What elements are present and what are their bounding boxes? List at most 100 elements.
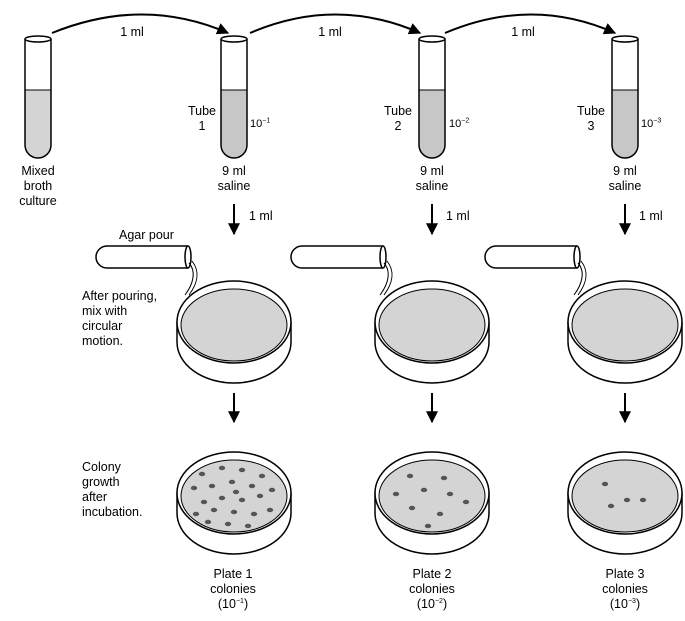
pour-note: After pouring, mix with circular motion.: [82, 289, 158, 348]
colony: [406, 473, 414, 479]
colony: [198, 471, 206, 477]
down-transfer-label-3: 1 ml: [639, 209, 663, 223]
tube-outline: [611, 39, 639, 159]
colony: [601, 481, 609, 487]
colony: [250, 511, 258, 517]
agar-pour-tube-1: [95, 245, 198, 296]
agar-pour-tube-3: [484, 245, 587, 296]
tube-3-contents: 9 ml saline: [608, 164, 642, 193]
dish-agar: [180, 459, 288, 533]
pour-tube-body: [95, 245, 188, 269]
colony: [258, 473, 266, 479]
transfer-arrow-2: [249, 13, 422, 35]
tube-2-label: Tube 2: [383, 104, 413, 133]
agar-stream: [184, 262, 194, 296]
colony: [224, 521, 232, 527]
down-transfer-label-1: 1 ml: [249, 209, 273, 223]
colony: [244, 523, 252, 529]
poured-plate-3: [567, 280, 683, 384]
colony: [208, 483, 216, 489]
colony: [266, 507, 274, 513]
colony: [392, 491, 400, 497]
colony: [408, 505, 416, 511]
pour-tube-body: [484, 245, 577, 269]
agar-stream: [188, 260, 198, 296]
dish-agar: [571, 288, 679, 362]
tube-3-dilution: 10−3: [641, 117, 662, 130]
down-transfer-label-2: 1 ml: [446, 209, 470, 223]
incubated-plate-2: [374, 451, 490, 555]
tube-liquid: [25, 90, 51, 158]
pour-tube-body: [290, 245, 383, 269]
transfer-arrow-1: [51, 13, 230, 35]
colony: [436, 511, 444, 517]
tube-1: [220, 35, 248, 159]
colony: [623, 497, 631, 503]
colony: [238, 497, 246, 503]
pour-tube-mouth: [379, 245, 387, 269]
transfer-arrow-3: [444, 13, 617, 35]
colony: [190, 485, 198, 491]
tube-rim: [611, 35, 639, 43]
transfer-label-3: 1 ml: [511, 25, 535, 39]
tube-liquid: [419, 90, 445, 158]
pour-tube-mouth: [184, 245, 192, 269]
transfer-label-2: 1 ml: [318, 25, 342, 39]
agar-stream: [379, 262, 389, 296]
colony: [446, 491, 454, 497]
incubated-plate-3: [567, 451, 683, 555]
tube-2-contents: 9 ml saline: [415, 164, 449, 193]
pour-tube-mouth: [573, 245, 581, 269]
incubated-plate-1: [176, 451, 292, 555]
agar-pour-tube-2: [290, 245, 393, 296]
transfer-label-1: 1 ml: [120, 25, 144, 39]
poured-plate-1: [176, 280, 292, 384]
dish-agar: [378, 288, 486, 362]
tube-3: [611, 35, 639, 159]
colony: [248, 483, 256, 489]
colony: [462, 499, 470, 505]
colony: [424, 523, 432, 529]
colony: [200, 499, 208, 505]
colony: [192, 511, 200, 517]
tube-outline: [220, 39, 248, 159]
tube-liquid: [221, 90, 247, 158]
poured-plate-2: [374, 280, 490, 384]
agar-stream: [383, 260, 393, 296]
dish-agar: [378, 459, 486, 533]
tube-2-dilution: 10−2: [449, 117, 470, 130]
colony: [268, 487, 276, 493]
colony: [228, 479, 236, 485]
growth-note: Colony growth after incubation.: [82, 460, 143, 519]
tube-rim: [24, 35, 52, 43]
colony: [440, 475, 448, 481]
tube-rim: [418, 35, 446, 43]
colony: [230, 509, 238, 515]
agar-stream: [577, 260, 587, 296]
plate-3-label: Plate 3 colonies (10−3): [602, 567, 648, 611]
agar-stream: [573, 262, 583, 296]
dish-agar: [571, 459, 679, 533]
tube-1-dilution: 10−1: [250, 117, 271, 130]
tube-1-contents: 9 ml saline: [217, 164, 251, 193]
colony: [204, 519, 212, 525]
tube-outline: [24, 39, 52, 159]
tube-2: [418, 35, 446, 159]
plate-2-label: Plate 2 colonies (10−2): [409, 567, 455, 611]
source-culture-tube: [24, 35, 52, 159]
colony: [210, 507, 218, 513]
tube-rim: [220, 35, 248, 43]
source-culture-label: Mixed broth culture: [19, 164, 57, 208]
colony: [218, 465, 226, 471]
tube-outline: [418, 39, 446, 159]
dish-agar: [180, 288, 288, 362]
colony: [256, 493, 264, 499]
colony: [218, 495, 226, 501]
colony: [232, 489, 240, 495]
plate-1-label: Plate 1 colonies (10−1): [210, 567, 256, 611]
agar-pour-label: Agar pour: [119, 228, 174, 242]
tube-liquid: [612, 90, 638, 158]
tube-3-label: Tube 3: [576, 104, 606, 133]
colony: [420, 487, 428, 493]
